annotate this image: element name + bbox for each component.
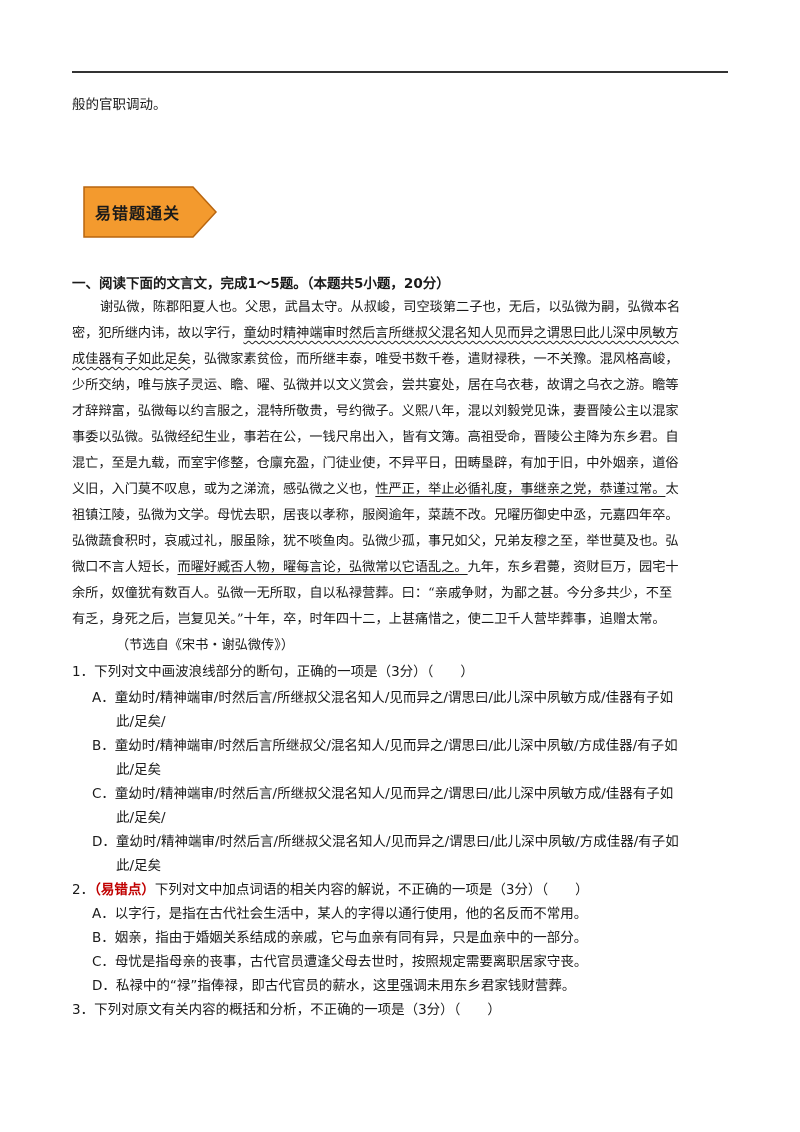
question-2-option: C．母忧是指母亲的丧事，古代官员遭逢父母去世时，按照规定需要离职居家守丧。 — [92, 954, 588, 970]
question-1-option: A．童幼时/精神端审/时然后言/所继叔父混名知人/见而异之/谓思曰/此儿深中夙敏… — [92, 690, 674, 706]
section-instruction: 一、阅读下面的文言文，完成1～5题。（本题共5小题，20分） — [72, 276, 450, 292]
question-1-option-cont: 此/足矣/ — [116, 714, 166, 730]
passage-line: 事委以弘微。弘微经纪生业，事若在公，一钱尺帛出入，皆有文簿。高祖受命，晋陵公主降… — [72, 430, 679, 445]
continuation-text: 般的官职调动。 — [72, 97, 167, 113]
passage-source: （节选自《宋书・谢弘微传》） — [116, 638, 295, 653]
underlined-text: 而曜好臧否人物，曜每言论，弘微常以它语乱之。 — [177, 560, 468, 575]
passage-line: 微口不言人短长，而曜好臧否人物，曜每言论，弘微常以它语乱之。九年，东乡君薨，资财… — [72, 560, 679, 575]
passage-line: 才辞辩富，弘微每以约言服之，混特所敬贵，号约微子。义熙八年，混以刘毅党见诛，妻晋… — [72, 404, 679, 419]
passage-line: 有乏，身死之后，岂复见关。”十年，卒，时年四十二，上甚痛惜之，使二卫千人营毕葬事… — [72, 612, 666, 627]
question-1-option: D．童幼时/精神端审/时然后言/所继叔父混名知人/见而异之/谓思曰/此儿深中夙敏… — [92, 834, 679, 850]
question-2-stem: 2．（易错点）下列对文中加点词语的相关内容的解说，不正确的一项是（3分）（ ） — [72, 882, 589, 898]
arrow-banner-shape — [83, 186, 217, 238]
passage-line: 混亡，至是九载，而室宇修整，仓廪充盈，门徒业使，不异平日，田畴垦辟，有加于旧，中… — [72, 456, 679, 471]
passage-line: 弘微蔬食积时，哀戚过礼，服虽除，犹不啖鱼肉。弘微少孤，事兄如父，兄弟友穆之至，举… — [72, 534, 679, 549]
wavy-underlined-text: 童幼时精神端审时然后言所继叔父混名知人见而异之谓思曰此儿深中夙敏方 — [243, 326, 679, 341]
error-prone-tag: （易错点） — [94, 882, 155, 898]
question-1-option-cont: 此/足矣 — [116, 762, 162, 778]
question-2-option: B．姻亲，指由于婚姻关系结成的亲戚，它与血亲有同有异，只是血亲中的一部分。 — [92, 930, 588, 946]
passage-line: 谢弘微，陈郡阳夏人也。父思，武昌太守。从叔峻，司空琰第二子也，无后，以弘微为嗣，… — [100, 300, 681, 315]
banner-label: 易错题通关 — [95, 204, 181, 223]
question-2-option: D．私禄中的“禄”指俸禄，即古代官员的薪水，这里强调未用东乡君家钱财营葬。 — [92, 978, 576, 994]
passage-line: 义旧，入门莫不叹息，或为之涕流，感弘微之义也，性严正，举止必循礼度，事继亲之党，… — [72, 482, 679, 497]
underlined-text: 性严正，举止必循礼度，事继亲之党，恭谨过常。 — [375, 482, 666, 497]
error-prone-banner: 易错题通关 — [83, 186, 217, 238]
passage-line: 少所交纳，唯与族子灵运、瞻、曜、弘微并以文义赏会，尝共宴处，居在乌衣巷，故谓之乌… — [72, 378, 679, 393]
wavy-underlined-text: 成佳器有子如此足矣 — [72, 352, 191, 367]
question-1-option-cont: 此/足矣/ — [116, 810, 166, 826]
question-1-option: C．童幼时/精神端审/时然后言/所继叔父混名知人/见而异之/谓思曰/此儿深中夙敏… — [92, 786, 674, 802]
question-1-option-cont: 此/足矣 — [116, 858, 162, 874]
question-1-option: B．童幼时/精神端审/时然后言所继叔父/混名知人/见而异之/谓思曰/此儿深中夙敏… — [92, 738, 678, 754]
passage-line: 密，犯所继内讳，故以字行，童幼时精神端审时然后言所继叔父混名知人见而异之谓思曰此… — [72, 326, 679, 341]
question-3-stem: 3．下列对原文有关内容的概括和分析，不正确的一项是（3分）（ ） — [72, 1002, 501, 1018]
passage-line: 余所，奴僮犹有数百人。弘微一无所取，自以私禄营葬。曰：“亲戚争财，为鄙之甚。今分… — [72, 586, 673, 601]
question-1-stem: 1．下列对文中画波浪线部分的断句，正确的一项是（3分）（ ） — [72, 664, 474, 680]
question-2-option: A．以字行，是指在古代社会生活中，某人的字得以通行使用，他的名反而不常用。 — [92, 906, 588, 922]
passage-line: 成佳器有子如此足矣，弘微家素贫俭，而所继丰泰，唯受书数千卷，遣财禄秩，一不关豫。… — [72, 352, 679, 367]
passage-line: 祖镇江陵，弘微为文学。母忧去职，居丧以孝称，服阕逾年，菜蔬不改。兄曜历御史中丞，… — [72, 508, 679, 523]
header-rule — [72, 71, 728, 73]
